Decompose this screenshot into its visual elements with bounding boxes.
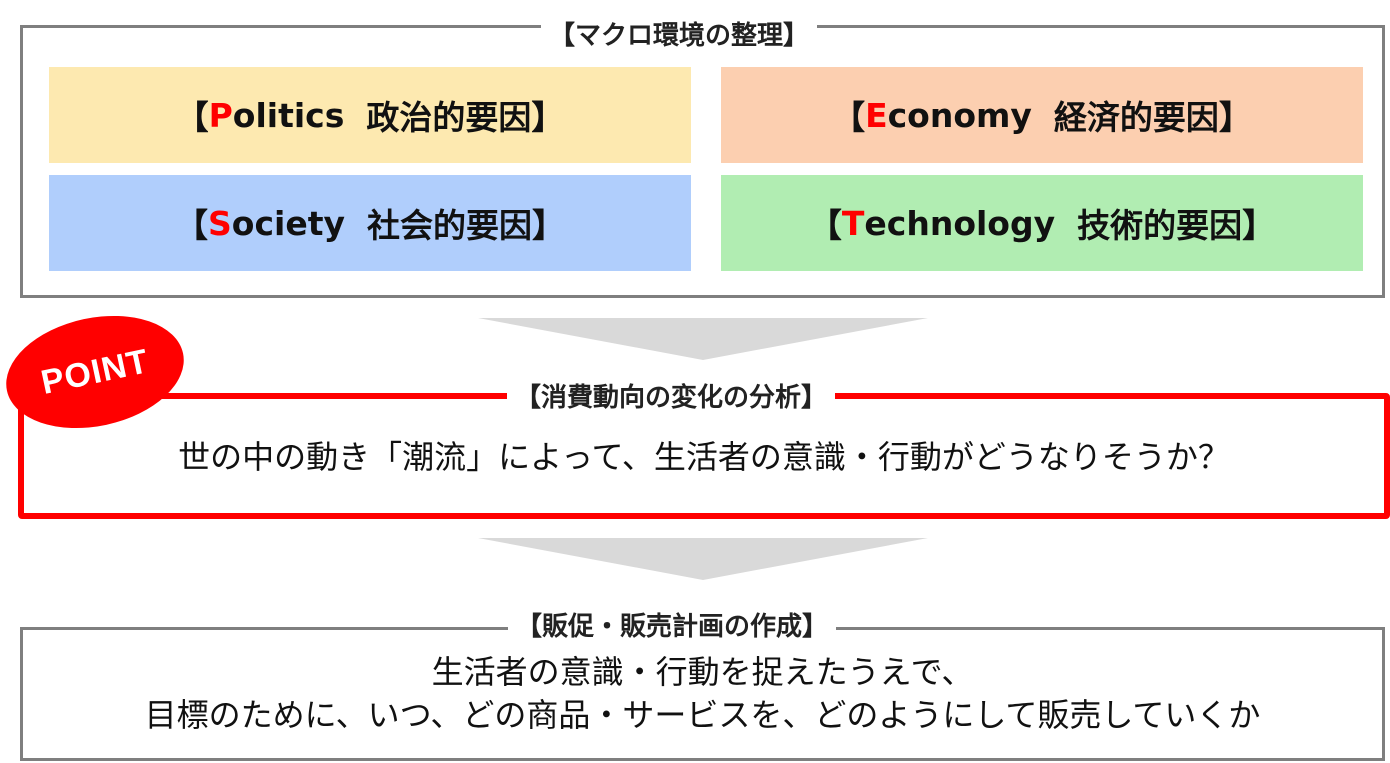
down-arrow-1 bbox=[478, 318, 928, 360]
politics-label: 政治的要因 bbox=[366, 98, 532, 137]
society-label: 社会的要因 bbox=[367, 206, 532, 245]
consumer-trend-analysis-text: 世の中の動き「潮流」によって、生活者の意識・行動がどうなりそうか？ bbox=[178, 438, 1230, 476]
sales-plan-line-1: 生活者の意識・行動を捉えたうえで、 bbox=[431, 653, 974, 691]
economy-word: conomy bbox=[887, 95, 1032, 135]
economy-label: 経済的要因 bbox=[1053, 98, 1219, 137]
economy-close-bracket: 】 bbox=[1218, 98, 1252, 137]
sales-plan-line-2: 目標のために、いつ、どの商品・サービスを、どのようにして販売していくか bbox=[144, 696, 1261, 734]
politics-word: olitics bbox=[232, 95, 345, 135]
sales-plan-title: 【販促・販売計画の作成】 bbox=[508, 609, 837, 645]
point-badge-label: POINT bbox=[37, 341, 153, 402]
society-word: ociety bbox=[231, 203, 345, 243]
technology-close-bracket: 】 bbox=[1242, 206, 1276, 245]
economy-initial: E bbox=[865, 95, 888, 135]
politics-open-bracket: 【 bbox=[175, 98, 209, 137]
technology-open-bracket: 【 bbox=[808, 206, 842, 245]
politics-close-bracket: 】 bbox=[531, 98, 565, 137]
consumer-trend-analysis-title: 【消費動向の変化の分析】 bbox=[507, 380, 836, 416]
technology-initial: T bbox=[841, 203, 865, 243]
down-arrow-2 bbox=[478, 538, 928, 580]
macro-environment-title: 【マクロ環境の整理】 bbox=[541, 18, 818, 54]
technology-label: 技術的要因 bbox=[1077, 206, 1243, 245]
society-close-bracket: 】 bbox=[532, 206, 565, 245]
society-open-bracket: 【 bbox=[175, 206, 208, 245]
technology-word: echnology bbox=[864, 203, 1056, 243]
politics-initial: P bbox=[208, 95, 233, 135]
society-initial: S bbox=[208, 203, 232, 243]
economy-open-bracket: 【 bbox=[832, 98, 866, 137]
sales-plan-text: 生活者の意識・行動を捉えたうえで、 目標のために、いつ、どの商品・サービスを、ど… bbox=[20, 651, 1385, 737]
